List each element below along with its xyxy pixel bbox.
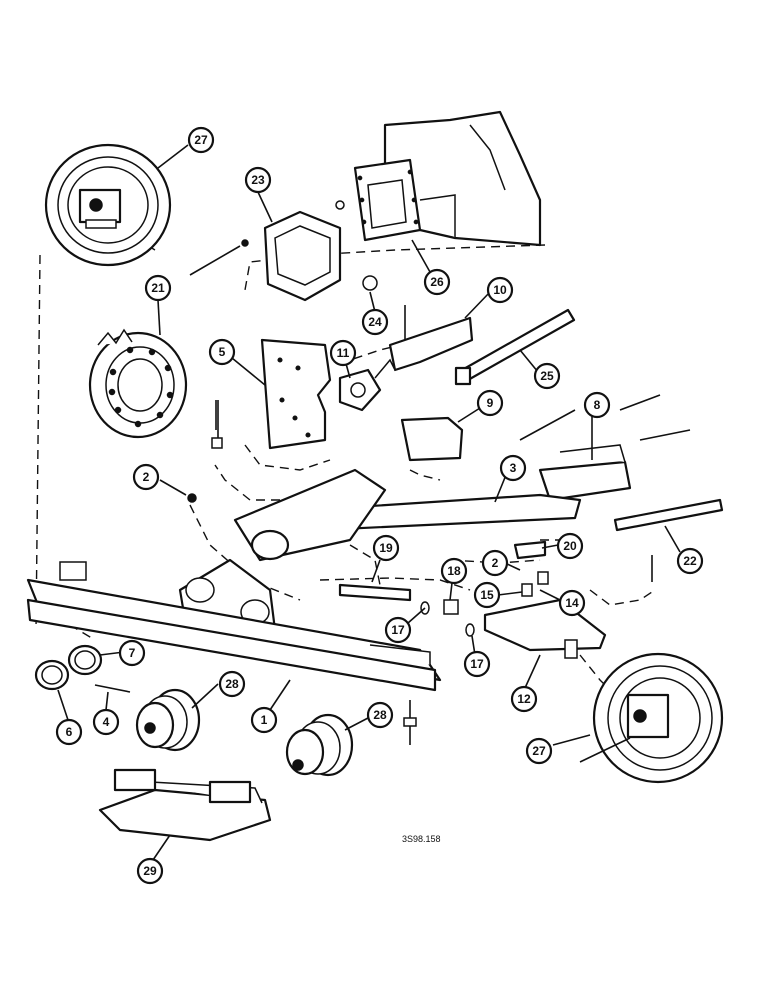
callout-2-upper: 2 [132, 463, 160, 491]
cross-bar [483, 598, 607, 659]
svg-text:19: 19 [379, 541, 393, 555]
callout-14: 14 [558, 589, 586, 617]
callout-4: 4 [92, 708, 120, 736]
track-chain-segment [98, 768, 272, 842]
callout-24: 24 [361, 308, 389, 336]
svg-text:17: 17 [391, 623, 405, 637]
callout-20: 20 [556, 532, 584, 560]
callout-17-right: 17 [463, 650, 491, 678]
svg-text:20: 20 [563, 539, 577, 553]
svg-text:10: 10 [493, 283, 507, 297]
svg-text:22: 22 [683, 554, 697, 568]
svg-text:25: 25 [540, 369, 554, 383]
callout-1: 1 [250, 706, 278, 734]
callout-18: 18 [440, 557, 468, 585]
svg-text:28: 28 [225, 677, 239, 691]
svg-text:23: 23 [251, 173, 265, 187]
small-hardware [187, 400, 653, 745]
bearing-housing [189, 200, 378, 302]
svg-text:18: 18 [447, 564, 461, 578]
callout-3: 3 [499, 454, 527, 482]
idler-wheel-upper [44, 143, 172, 267]
callout-5: 5 [208, 338, 236, 366]
idler-wheel-lower [579, 652, 724, 784]
callout-19: 19 [372, 534, 400, 562]
final-drive-housing [353, 110, 542, 247]
drive-shaft [454, 308, 576, 386]
track-roller-right [285, 713, 354, 777]
svg-text:1: 1 [261, 713, 268, 727]
callout-27-bottom: 27 [525, 737, 553, 765]
sprocket-hub [88, 328, 188, 439]
callout-21: 21 [144, 274, 172, 302]
callout-27-top: 27 [187, 126, 215, 154]
callout-28-right: 28 [366, 701, 394, 729]
callout-23: 23 [244, 166, 272, 194]
svg-text:11: 11 [337, 346, 350, 360]
svg-text:14: 14 [565, 596, 579, 610]
callout-17-left: 17 [384, 616, 412, 644]
svg-text:5: 5 [219, 345, 226, 359]
callout-2-lower: 2 [481, 549, 509, 577]
bushings [34, 644, 131, 693]
track-roller-left [135, 688, 201, 752]
flange-bearing [338, 368, 382, 412]
callout-15: 15 [473, 581, 501, 609]
svg-text:15: 15 [480, 588, 494, 602]
assembly-lines [35, 224, 656, 691]
callout-9: 9 [476, 389, 504, 417]
svg-text:24: 24 [368, 315, 382, 329]
drawing-code: 3S98.158 [402, 834, 441, 844]
svg-text:27: 27 [532, 744, 546, 758]
svg-text:3: 3 [510, 461, 517, 475]
svg-text:7: 7 [129, 646, 136, 660]
svg-text:9: 9 [487, 396, 494, 410]
callout-29: 29 [136, 857, 164, 885]
svg-text:4: 4 [103, 715, 110, 729]
callout-7: 7 [118, 639, 146, 667]
callout-26: 26 [423, 268, 451, 296]
callout-leaders [57, 144, 681, 861]
callout-22: 22 [676, 547, 704, 575]
svg-text:12: 12 [517, 692, 531, 706]
guide-rail [613, 498, 724, 532]
callout-25: 25 [533, 362, 561, 390]
svg-text:27: 27 [194, 133, 208, 147]
svg-text:2: 2 [492, 556, 499, 570]
svg-text:2: 2 [143, 470, 150, 484]
support-bracket [400, 416, 464, 462]
svg-text:28: 28 [373, 708, 387, 722]
track-frame [26, 561, 442, 692]
callout-8: 8 [583, 391, 611, 419]
svg-text:26: 26 [430, 275, 444, 289]
callout-10: 10 [486, 276, 514, 304]
callout-28-left: 28 [218, 670, 246, 698]
svg-text:29: 29 [143, 864, 157, 878]
clamp-bracket [519, 394, 691, 502]
callout-6: 6 [55, 718, 83, 746]
callout-12: 12 [510, 685, 538, 713]
mounting-plate [217, 338, 332, 450]
bracket-plate [374, 305, 474, 379]
svg-text:17: 17 [470, 657, 484, 671]
callout-11: 11 [329, 339, 357, 367]
svg-text:6: 6 [66, 725, 73, 739]
svg-text:8: 8 [594, 398, 601, 412]
svg-text:21: 21 [151, 281, 165, 295]
